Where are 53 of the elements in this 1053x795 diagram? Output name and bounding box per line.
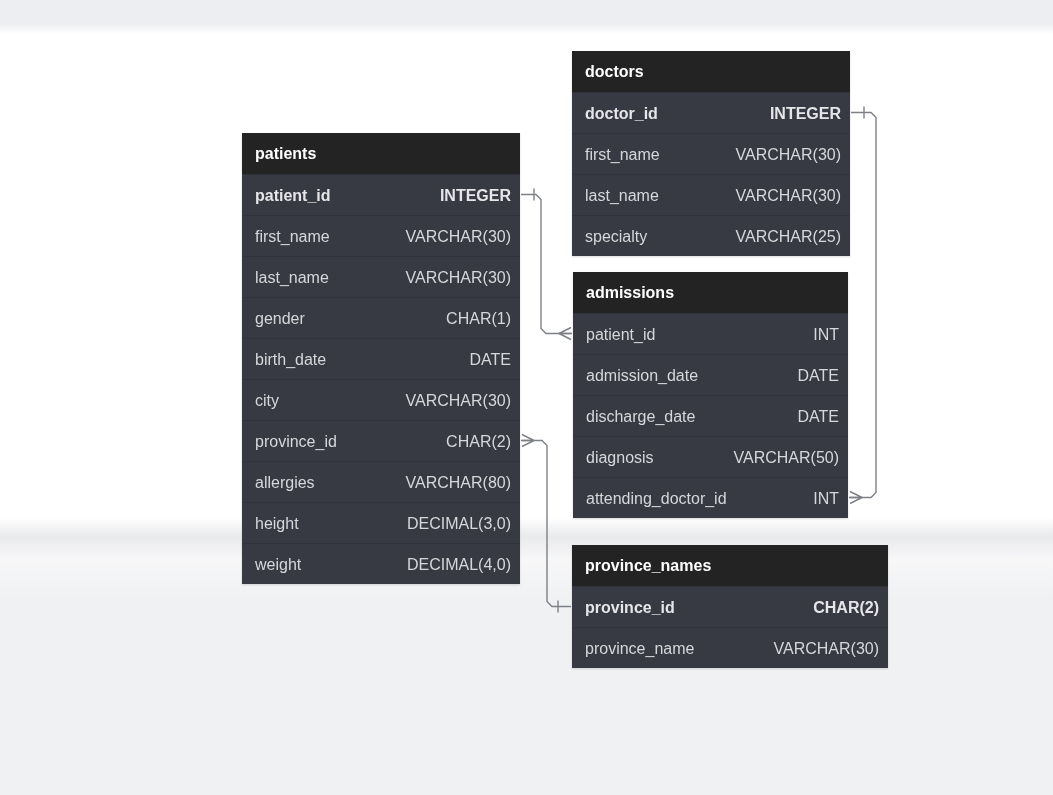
column-type: INT bbox=[813, 488, 839, 508]
column-name: patient_id bbox=[586, 324, 656, 344]
column-name: doctor_id bbox=[585, 103, 658, 123]
column-name: height bbox=[255, 513, 299, 533]
column-name: specialty bbox=[585, 226, 648, 246]
column-name: gender bbox=[255, 308, 305, 328]
column-type: INTEGER bbox=[439, 185, 511, 205]
column-type: VARCHAR(30) bbox=[405, 226, 511, 246]
column-type: INTEGER bbox=[769, 103, 841, 123]
column-type: CHAR(2) bbox=[446, 431, 511, 451]
column-name: province_id bbox=[255, 431, 337, 451]
entity-table bbox=[573, 272, 848, 518]
column-name: diagnosis bbox=[586, 447, 654, 467]
column-type: VARCHAR(50) bbox=[733, 447, 839, 467]
table-name: admissions bbox=[573, 272, 848, 313]
column-name: admission_date bbox=[586, 365, 699, 385]
table-name: province_names bbox=[572, 545, 888, 586]
column-type: DATE bbox=[469, 349, 511, 369]
column-type: VARCHAR(30) bbox=[405, 267, 511, 287]
column-name: city bbox=[255, 390, 279, 410]
column-type: VARCHAR(30) bbox=[735, 144, 841, 164]
column-type: VARCHAR(30) bbox=[773, 638, 879, 658]
column-name: last_name bbox=[585, 185, 659, 205]
relationship-line bbox=[848, 105, 877, 505]
column-type: DECIMAL(3,0) bbox=[406, 513, 511, 533]
column-name: first_name bbox=[255, 226, 330, 246]
entity-table bbox=[572, 51, 850, 256]
column-name: discharge_date bbox=[586, 406, 696, 426]
column-name: first_name bbox=[585, 144, 660, 164]
column-name: weight bbox=[255, 554, 302, 574]
table-name: patients bbox=[242, 133, 520, 174]
column-type: INT bbox=[813, 324, 839, 344]
column-type: VARCHAR(30) bbox=[405, 390, 511, 410]
relationship-line bbox=[520, 187, 573, 341]
column-type: VARCHAR(80) bbox=[405, 472, 511, 492]
column-type: CHAR(2) bbox=[813, 597, 879, 617]
relationship-line bbox=[520, 433, 572, 614]
column-name: allergies bbox=[255, 472, 315, 492]
table-name: doctors bbox=[572, 51, 850, 92]
column-type: VARCHAR(30) bbox=[735, 185, 841, 205]
column-type: DATE bbox=[797, 365, 839, 385]
column-type: VARCHAR(25) bbox=[735, 226, 841, 246]
column-type: DECIMAL(4,0) bbox=[406, 554, 511, 574]
column-name: birth_date bbox=[255, 349, 327, 369]
column-name: last_name bbox=[255, 267, 329, 287]
entity-table bbox=[242, 133, 520, 584]
entity-table bbox=[572, 545, 888, 668]
column-name: province_id bbox=[585, 597, 675, 617]
column-name: attending_doctor_id bbox=[586, 488, 727, 508]
column-type: CHAR(1) bbox=[446, 308, 511, 328]
column-type: DATE bbox=[797, 406, 839, 426]
column-name: patient_id bbox=[255, 185, 331, 205]
column-name: province_name bbox=[585, 638, 695, 658]
